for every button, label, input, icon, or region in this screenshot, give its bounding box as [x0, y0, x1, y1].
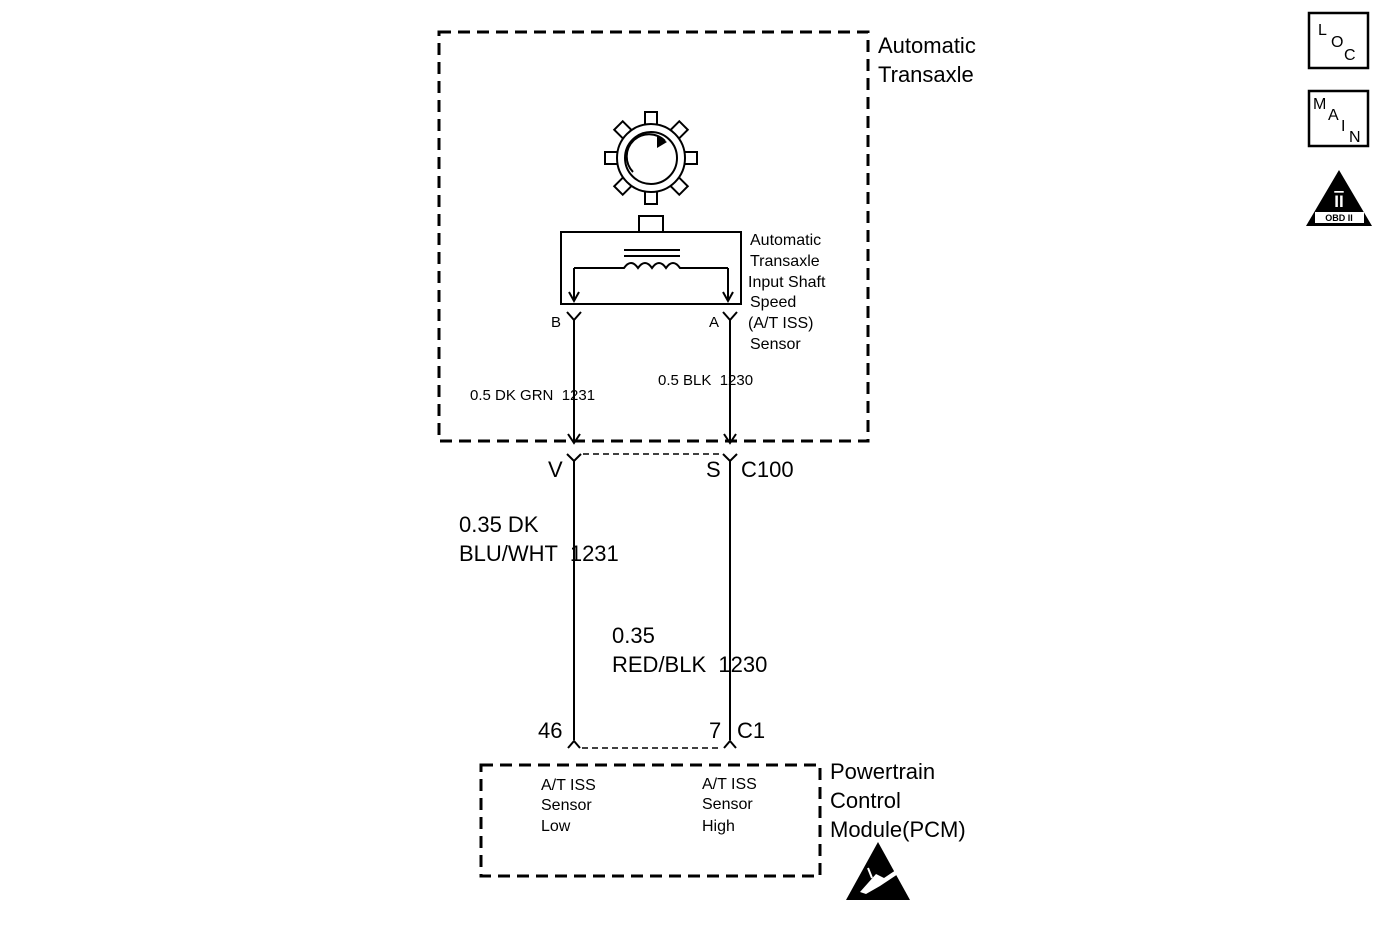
sensor-tip [638, 215, 664, 233]
svg-text:Powertrain: Powertrain [830, 759, 935, 784]
svg-text:II: II [1334, 192, 1343, 211]
terminal-b-connector [566, 311, 582, 322]
esd-warning-icon [846, 842, 910, 900]
pcm-enclosure [479, 763, 822, 878]
c100-pin-s: S [706, 457, 721, 482]
svg-text:Control: Control [830, 788, 901, 813]
c1-name: C1 [737, 718, 765, 743]
c1-pin-46-connector [567, 739, 581, 749]
svg-text:Input Shaft: Input Shaft [748, 274, 826, 291]
svg-text:N: N [1349, 129, 1361, 146]
svg-text:A/T ISS: A/T ISS [702, 776, 757, 793]
wire-1231-upper-label: 0.5 DK GRN 1231 [470, 387, 595, 404]
svg-text:Speed: Speed [750, 294, 796, 311]
pcm-title: Powertrain Control Module(PCM) [830, 759, 966, 842]
wire-1231-lower-label-line2: BLU/WHT 1231 [459, 541, 619, 566]
svg-text:Sensor: Sensor [541, 797, 592, 814]
svg-text:(A/T ISS): (A/T ISS) [748, 315, 814, 332]
terminal-b-label: B [551, 314, 561, 331]
transaxle-title-line2: Transaxle [878, 62, 974, 87]
svg-text:High: High [702, 818, 735, 835]
terminal-a-connector [722, 311, 738, 322]
c1-pin-7-connector [723, 739, 737, 749]
svg-text:A: A [1328, 107, 1339, 124]
reluctor-wheel-icon [604, 111, 698, 205]
transaxle-enclosure [437, 30, 870, 443]
wire-1231-lower-label-line1: 0.35 DK [459, 512, 539, 537]
svg-text:Sensor: Sensor [702, 796, 753, 813]
pcm-iss-low-label: A/T ISS Sensor Low [541, 777, 596, 835]
terminal-a-label: A [709, 314, 719, 331]
svg-text:M: M [1313, 96, 1326, 113]
transaxle-title-line1: Automatic [878, 33, 976, 58]
pcm-iss-high-label: A/T ISS Sensor High [702, 776, 757, 835]
svg-text:Automatic: Automatic [750, 232, 821, 249]
sensor-label: Automatic Transaxle Input Shaft Speed (A… [748, 232, 826, 353]
svg-text:L: L [1318, 22, 1327, 39]
wire-1230-upper-label: 0.5 BLK 1230 [658, 372, 753, 389]
c100-pin-s-connector [722, 453, 738, 463]
svg-text:Low: Low [541, 818, 571, 835]
loc-icon[interactable]: L O C [1307, 11, 1370, 70]
c100-pin-v-connector [566, 453, 582, 463]
sensor-coil-icon [568, 249, 734, 304]
c100-pin-v: V [548, 457, 563, 482]
main-icon[interactable]: M A I N [1307, 89, 1370, 148]
svg-text:O: O [1331, 34, 1343, 51]
c1-pin-46: 46 [538, 718, 562, 743]
svg-text:Module(PCM): Module(PCM) [830, 817, 966, 842]
svg-text:Transaxle: Transaxle [750, 253, 820, 270]
c100-name: C100 [741, 457, 794, 482]
c1-pin-7: 7 [709, 718, 721, 743]
obd-ii-icon[interactable]: II OBD II [1306, 170, 1372, 226]
wire-1230-lower-label-line2: RED/BLK 1230 [612, 652, 767, 677]
svg-text:Sensor: Sensor [750, 336, 801, 353]
svg-text:OBD II: OBD II [1325, 213, 1353, 223]
svg-text:I: I [1341, 118, 1345, 135]
svg-text:C: C [1344, 47, 1356, 64]
svg-text:A/T ISS: A/T ISS [541, 777, 596, 794]
wire-1230-lower-label-line1: 0.35 [612, 623, 655, 648]
